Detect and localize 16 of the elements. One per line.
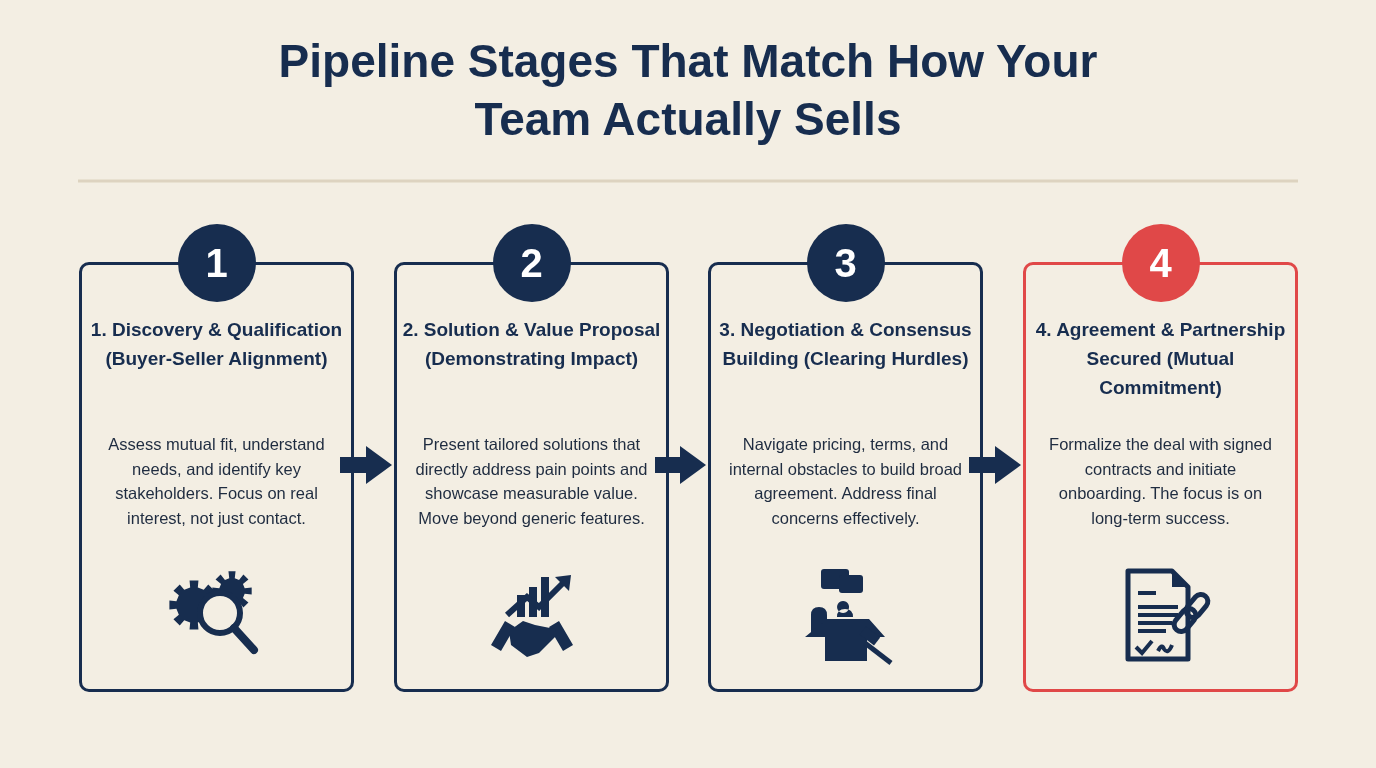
stage-heading: 3. Negotiation & Consensus Building (Clearing Hurdles) (718, 318, 973, 371)
stage-heading: 2. Solution & Value Proposal (Demonstrating Impact) (401, 318, 662, 371)
step-number-badge: 1 (177, 224, 256, 302)
arrow (340, 446, 392, 484)
stage-description: Assess mutual fit, understand needs, and identify key stakeholders. Focus on real interest, not just contact. (107, 434, 326, 529)
stage-description: Present tailored solutions that directly address pain points and showcase measurable value. Move beyond generic features. (414, 434, 649, 529)
stage-description: Formalize the deal with signed contracts and initiate onboarding. The focus is on long-term success. (1048, 434, 1273, 529)
stage-heading: 1. Discovery & Qualification (Buyer-Seller Alignment) (89, 318, 344, 371)
arrow (655, 446, 706, 484)
step-number-badge: 3 (806, 224, 885, 302)
stage-description: Navigate pricing, terms, and internal obstacles to build broad agreement. Address final concerns effectively. (728, 434, 963, 529)
title: Pipeline Stages That Match How Your Team Actually Sells (277, 34, 1099, 147)
step-number-badge: 4 (1121, 224, 1200, 302)
stage-heading: 4. Agreement & Partnership Secured (Mutual Commitment) (1034, 318, 1287, 400)
arrow (969, 446, 1021, 484)
step-number-badge: 2 (492, 224, 571, 302)
